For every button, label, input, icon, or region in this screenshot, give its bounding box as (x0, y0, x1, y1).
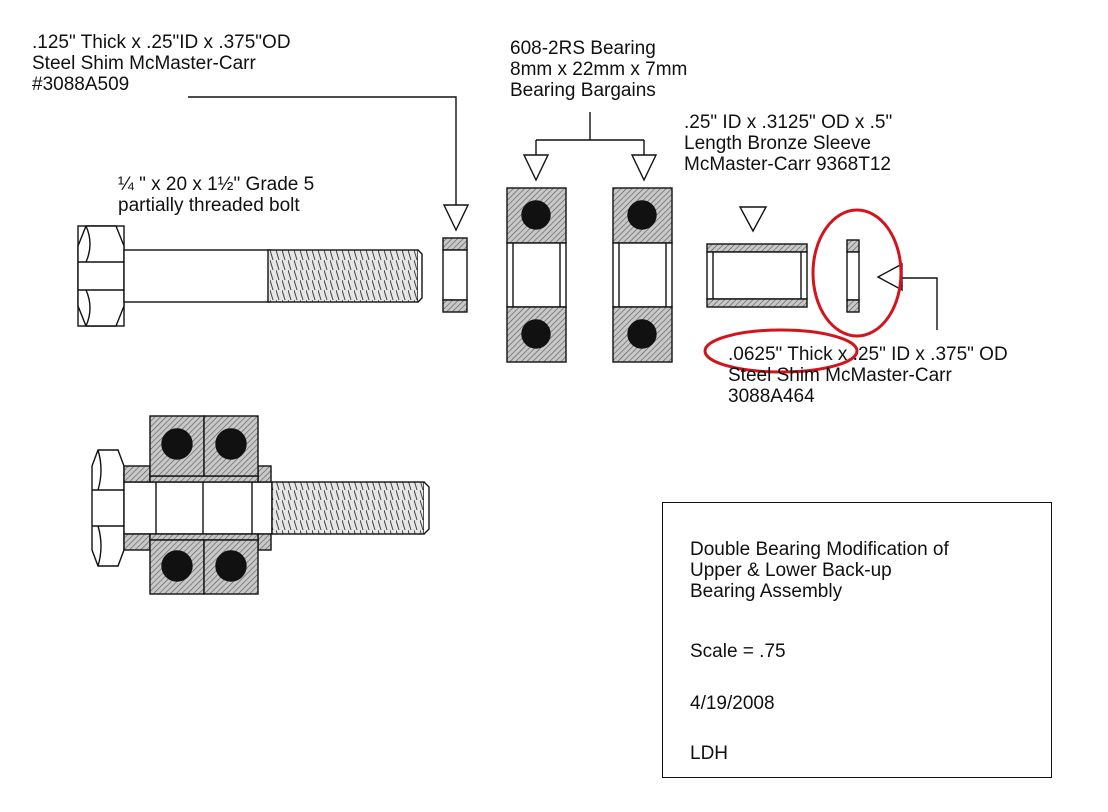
assembled-bearings (149, 415, 259, 595)
title-block-author: LDH (690, 743, 729, 764)
sleeve-label: .25" ID x .3125" OD x .5" Length Bronze … (684, 112, 892, 175)
title-line: Bearing Assembly (690, 581, 843, 602)
title-line: Double Bearing Modification of (690, 539, 949, 560)
highlight-circle-shim (811, 208, 903, 338)
bearing-1-part (506, 187, 567, 363)
assembled-bolt-thread (271, 481, 425, 535)
bearing-leader (522, 112, 658, 182)
sleeve-label-line: Length Bronze Sleeve (684, 133, 871, 154)
shim-125-leader (188, 96, 457, 205)
shim-125-part (442, 237, 468, 313)
shim-0625-label-line: Steel Shim McMaster-Carr (728, 365, 952, 386)
bearing-2-part (612, 187, 673, 363)
bolt-label-line: ¼ " x 20 x 1½" Grade 5 (118, 174, 315, 195)
shim-0625-label-line: .0625" Thick x .25" ID x .375" OD (728, 344, 1008, 365)
sleeve-label-line: .25" ID x .3125" OD x .5" (684, 112, 893, 133)
bearing-label: 608-2RS Bearing 8mm x 22mm x 7mm Bearing… (510, 38, 687, 101)
shim-0625-label: .0625" Thick x .25" ID x .375" OD Steel … (728, 344, 1008, 407)
shim-0625-leader (902, 277, 938, 330)
bearing-label-line: 8mm x 22mm x 7mm (510, 59, 688, 80)
sleeve-arrow (738, 206, 768, 233)
bolt-thread (267, 249, 419, 303)
bearing-label-line: 608-2RS Bearing (510, 38, 656, 59)
bronze-sleeve-part (706, 243, 808, 308)
highlight-circle-thickness (703, 328, 859, 374)
shim-125-label: .125" Thick x .25"ID x .375"OD Steel Shi… (32, 32, 291, 95)
bolt-head (77, 225, 125, 327)
bolt-label: ¼ " x 20 x 1½" Grade 5 partially threade… (118, 174, 314, 216)
bolt-shank (123, 249, 271, 303)
shim-125-label-line: .125" Thick x .25"ID x .375"OD (32, 32, 291, 53)
assembled-right-shim (257, 465, 272, 551)
shim-125-arrow (442, 204, 470, 232)
sleeve-label-line: McMaster-Carr 9368T12 (684, 154, 891, 175)
bearing-label-line: Bearing Bargains (510, 80, 656, 101)
title-block-scale: Scale = .75 (690, 641, 786, 662)
title-block-title: Double Bearing Modification of Upper & L… (690, 539, 949, 602)
shim-0625-label-line: 3088A464 (728, 386, 815, 407)
shim-125-label-line: Steel Shim McMaster-Carr (32, 53, 256, 74)
title-line: Upper & Lower Back-up (690, 560, 892, 581)
assembled-bolt-shank (123, 481, 273, 535)
shim-125-label-line: #3088A509 (32, 74, 130, 95)
title-block: Double Bearing Modification of Upper & L… (662, 502, 1052, 778)
assembled-bolt-head (91, 449, 125, 567)
title-block-date: 4/19/2008 (690, 693, 775, 714)
bolt-label-line: partially threaded bolt (118, 195, 300, 216)
shim-0625-part (846, 239, 860, 313)
shim-0625-arrow (876, 262, 903, 292)
